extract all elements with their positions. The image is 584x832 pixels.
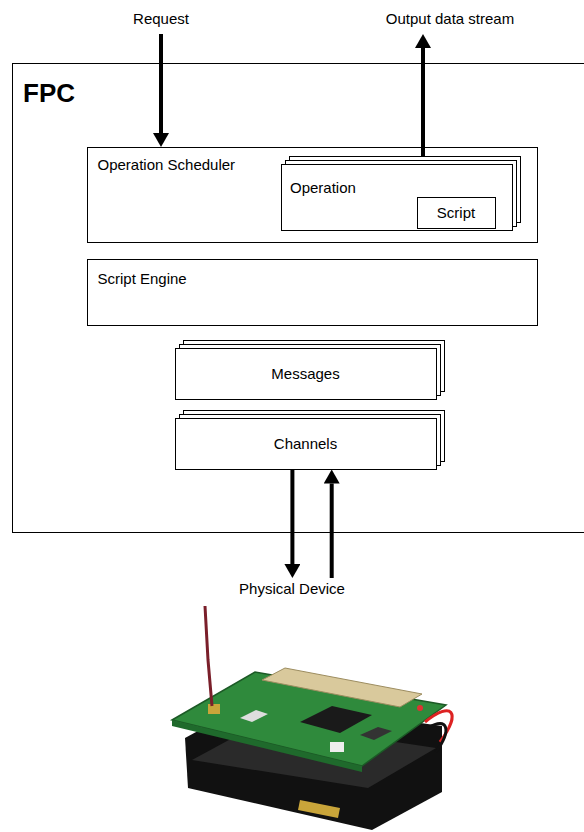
box-label: Channels (274, 435, 337, 453)
antenna-wire (205, 606, 212, 706)
scheduler-box: Operation SchedulerOperationScript (87, 147, 538, 243)
device-node: Physical Device (200, 578, 384, 600)
chip-small (360, 727, 392, 740)
engine-box: Script Engine (87, 259, 538, 326)
data-arrow (290, 470, 294, 565)
led (417, 705, 423, 711)
system-name: FPC (23, 78, 584, 109)
channels-box: Channels (175, 418, 437, 470)
header-connector (262, 668, 422, 707)
box-label: Physical Device (239, 580, 345, 598)
flow-label: Output data stream (386, 10, 514, 28)
request-arrow (159, 34, 163, 133)
black-wire (428, 724, 446, 752)
data-arrow (330, 484, 334, 579)
chip (300, 706, 372, 733)
board-label (240, 710, 268, 722)
box-label: Script (437, 204, 475, 222)
box-label: Operation (290, 179, 512, 197)
system-box: FPCOperation SchedulerOperationScriptScr… (12, 63, 584, 533)
output-arrow (421, 48, 425, 157)
flow-label: Request (133, 10, 189, 28)
box-label: Script Engine (98, 270, 537, 288)
box-label: Messages (271, 365, 339, 383)
script-box: Script (417, 197, 496, 229)
messages-box: Messages (175, 348, 437, 400)
antenna-connector (208, 704, 220, 714)
operation-box: OperationScript (281, 164, 513, 231)
board-socket (330, 742, 344, 752)
holder-logo (298, 800, 340, 818)
edge-group (292, 470, 331, 579)
